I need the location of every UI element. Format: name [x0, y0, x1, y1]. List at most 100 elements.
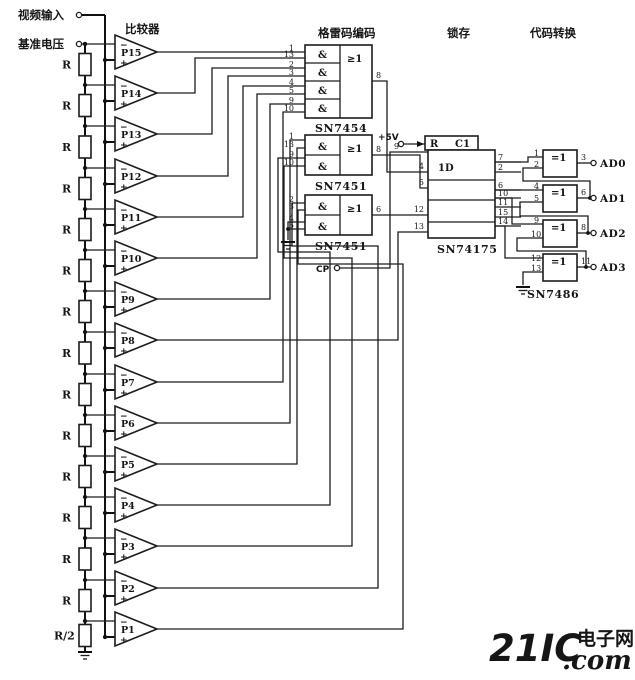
resistor-label: R	[62, 595, 72, 608]
label-code-convert: 代码转换	[529, 26, 576, 40]
pin-label: 14	[498, 217, 508, 226]
ad1-terminal	[590, 194, 597, 202]
resistor	[78, 505, 92, 530]
gate-sn7451b: & & ≥1 SN7451 6	[286, 194, 428, 253]
xor-symbol: =1	[551, 223, 566, 234]
resistor-label: R	[62, 347, 72, 360]
pin-label: 9	[289, 150, 294, 159]
pin-label: 10	[498, 189, 508, 198]
generated-elements: −P15+−P14+−P13+−P12+−P11+−P10+−P9+−P8+−P…	[54, 33, 530, 660]
resistor	[78, 217, 92, 242]
pin-label: 3	[289, 202, 294, 211]
comparator-plus: +	[120, 347, 128, 357]
comparator-plus: +	[120, 389, 128, 399]
pin-label: 12	[531, 254, 541, 263]
comparator-minus: −	[120, 206, 128, 216]
label-latch: 锁存	[447, 26, 470, 40]
comparator-plus: +	[120, 183, 128, 193]
comparator-output-wire	[157, 75, 305, 177]
comparator-label: P3	[121, 542, 135, 553]
or-symbol: ≥1	[347, 54, 362, 65]
label-video-input: 视频输入	[18, 8, 64, 22]
resistor-label: R	[62, 471, 72, 484]
or-symbol: ≥1	[347, 204, 362, 215]
xor-symbol: =1	[551, 188, 566, 199]
comparator-label: P11	[121, 213, 141, 224]
comparator-output-wire	[157, 209, 404, 630]
resistor-label: R	[62, 430, 72, 443]
clock-terminal	[333, 264, 341, 272]
resistor	[78, 341, 92, 365]
comparator-plus: +	[120, 471, 128, 481]
pin-label: 15	[498, 208, 508, 217]
and-symbol: &	[318, 104, 327, 115]
resistor	[78, 464, 92, 489]
resistor	[78, 623, 92, 648]
comparator-plus: +	[120, 306, 128, 316]
xor-symbol: =1	[551, 257, 566, 268]
resistor	[78, 258, 92, 283]
and-symbol: &	[318, 86, 327, 97]
pin-label: 9	[394, 142, 399, 151]
xor-symbol: =1	[551, 153, 566, 164]
comparator-minus: −	[120, 618, 128, 628]
comparator-output-wire	[157, 139, 305, 424]
reset-arrow	[417, 141, 424, 147]
comparator-minus: −	[120, 123, 128, 133]
comparator-label: P12	[121, 172, 141, 183]
pin-label: 2	[289, 60, 294, 69]
comparator-label: P5	[121, 460, 135, 471]
latch-reset-label: R	[430, 139, 439, 150]
resistor	[78, 52, 92, 77]
comparator-output-wire	[157, 111, 305, 383]
comparator-p9: −P9+	[82, 103, 305, 318]
comparator-label: P14	[121, 89, 142, 100]
video-input-terminal	[75, 11, 83, 19]
pin-label: 5	[419, 178, 424, 187]
resistor	[78, 423, 92, 448]
comparator-plus: +	[120, 553, 128, 563]
comparator-output-wire	[157, 202, 379, 589]
comparator-p4: −P4+	[82, 157, 331, 524]
comparator-minus: −	[120, 453, 128, 463]
comparator-label: P15	[121, 48, 141, 59]
sn7454-output-wire	[372, 80, 428, 173]
comparator-output-wire	[157, 93, 305, 259]
comparator-output-wire	[157, 147, 305, 465]
comparator-label: P13	[121, 130, 141, 141]
pin-label: 1	[289, 44, 294, 53]
signal-ad2: AD2	[599, 228, 626, 240]
resistor-label: R	[62, 389, 72, 402]
supply-terminal	[397, 140, 405, 148]
label-gray-encode: 格雷码编码	[318, 26, 376, 40]
comparator-minus: −	[120, 82, 128, 92]
resistor	[78, 135, 92, 159]
label-ref-voltage: 基准电压	[17, 37, 64, 51]
resistor-label: R	[62, 224, 72, 237]
comparator-p14: −P14 +	[82, 57, 305, 112]
comparator-output-wire	[157, 67, 305, 135]
resistor-label: R	[62, 59, 72, 72]
comparator-plus: +	[120, 595, 128, 605]
and-symbol: &	[318, 50, 327, 61]
comparator-output-wire	[157, 165, 353, 547]
resistor	[78, 588, 92, 613]
comparator-p8: −P8+	[82, 231, 428, 359]
pin-label: 4	[419, 162, 424, 171]
comparator-p11: −P11+	[82, 85, 305, 236]
and-symbol: &	[318, 162, 327, 173]
pin-label: 6	[581, 188, 586, 197]
pin-label: 3	[581, 153, 586, 162]
comparator-plus: +	[120, 59, 128, 69]
pin-label: 12	[414, 205, 424, 214]
comparator-p1: −P1+	[82, 209, 404, 648]
ad0-terminal	[590, 159, 597, 167]
chip-name-sn7454: SN7454	[315, 122, 367, 135]
pin-label: 2	[534, 160, 539, 169]
pin-label: 9	[289, 96, 294, 105]
pin-label: 6	[498, 181, 503, 190]
pin-label: 4	[289, 78, 294, 87]
comparator-p10: −P10+	[82, 93, 305, 277]
pin-label: 13	[531, 264, 541, 273]
